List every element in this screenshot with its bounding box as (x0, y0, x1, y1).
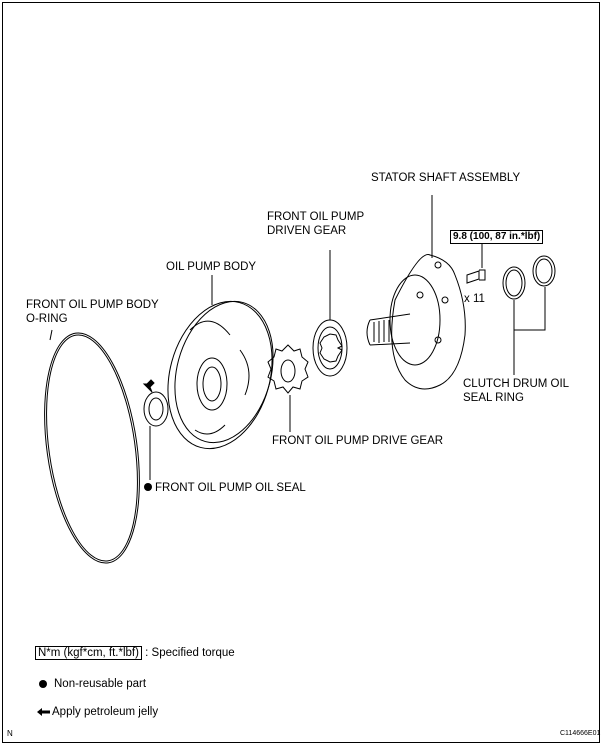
label-clutch-ring-line1: CLUTCH DRUM OIL (463, 378, 570, 390)
legend-petroleum: Apply petroleum jelly (52, 706, 159, 718)
torque-spec-box: 9.8 (100, 87 in.*lbf) (450, 230, 544, 244)
seal-ring-1-drawing (502, 266, 526, 300)
legend-torque-unit: N*m (kgf*cm, ft.*lbf) (35, 646, 142, 660)
label-driven-gear-line1: FRONT OIL PUMP (267, 211, 365, 223)
stator-shaft-drawing (391, 254, 466, 390)
label-oring-line1: FRONT OIL PUMP BODY (26, 299, 159, 311)
label-stator-shaft: STATOR SHAFT ASSEMBLY (371, 172, 521, 184)
non-reusable-dot-icon (39, 680, 47, 688)
drive-gear-drawing (267, 344, 309, 394)
o-ring-drawing (44, 332, 140, 564)
petroleum-arrow-icon (142, 379, 155, 393)
label-oil-seal: FRONT OIL PUMP OIL SEAL (155, 482, 306, 494)
jelly-arrow-legend-icon (37, 708, 50, 716)
bolt-drawing (466, 269, 486, 284)
label-pump-body: OIL PUMP BODY (166, 261, 257, 273)
label-clutch-ring-line2: SEAL RING (463, 392, 524, 404)
label-drive-gear: FRONT OIL PUMP DRIVE GEAR (272, 435, 444, 447)
legend-torque: N*m (kgf*cm, ft.*lbf) : Specified torque (35, 646, 235, 660)
figure-code: C114666E01 (560, 730, 601, 737)
legend-torque-desc: : Specified torque (145, 647, 235, 659)
seal-ring-2-drawing (532, 255, 556, 287)
label-oring-line2: O-RING (26, 313, 68, 325)
label-driven-gear-line2: DRIVEN GEAR (267, 225, 347, 237)
legend-non-reusable: Non-reusable part (54, 678, 147, 690)
footer-left: N (7, 729, 13, 738)
oil-seal-drawing (143, 391, 169, 427)
bolt-quantity: x 11 (464, 293, 485, 305)
